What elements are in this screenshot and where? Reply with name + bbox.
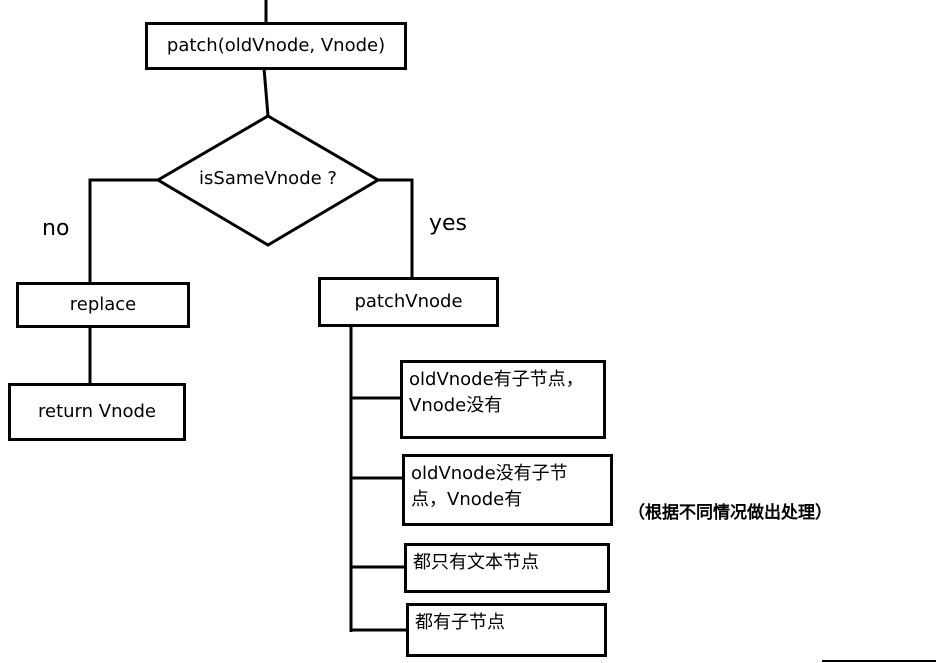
case-1-line-1: oldVnode有子节点， <box>409 369 584 390</box>
patch-label: patch(oldVnode, Vnode) <box>166 34 386 56</box>
return-vnode-label: return Vnode <box>38 400 156 422</box>
connector-no-branch <box>88 178 158 282</box>
case-both-text-box: 都只有文本节点 <box>404 543 610 593</box>
return-vnode-box: return Vnode <box>8 383 186 441</box>
connector-yes-branch <box>378 178 414 277</box>
replace-box: replace <box>16 282 190 328</box>
case-4-line-1: 都有子节点 <box>415 612 505 633</box>
case-new-has-children-box: oldVnode没有子节 点，Vnode有 <box>402 454 613 526</box>
yes-branch-label: yes <box>429 211 468 236</box>
case-3-line-1: 都只有文本节点 <box>413 552 539 573</box>
replace-label: replace <box>69 293 137 315</box>
case-2-line-1: oldVnode没有子节 <box>411 463 568 484</box>
decision-label: isSameVnode ? <box>199 168 337 189</box>
case-both-children-box: 都有子节点 <box>406 603 607 657</box>
case-2-line-2: 点，Vnode有 <box>411 489 523 511</box>
handling-note: （根据不同情况做出处理） <box>628 503 832 523</box>
patchvnode-box: patchVnode <box>318 277 499 327</box>
patch-box: patch(oldVnode, Vnode) <box>145 22 407 70</box>
patchvnode-label: patchVnode <box>354 290 463 312</box>
decision-diamond <box>155 114 381 247</box>
case-1-line-2: Vnode没有 <box>409 395 503 417</box>
connector-patch-to-decision <box>262 67 270 117</box>
no-branch-label: no <box>42 216 70 241</box>
partial-border-line <box>822 660 936 662</box>
case-old-has-children-box: oldVnode有子节点， Vnode没有 <box>400 360 606 439</box>
